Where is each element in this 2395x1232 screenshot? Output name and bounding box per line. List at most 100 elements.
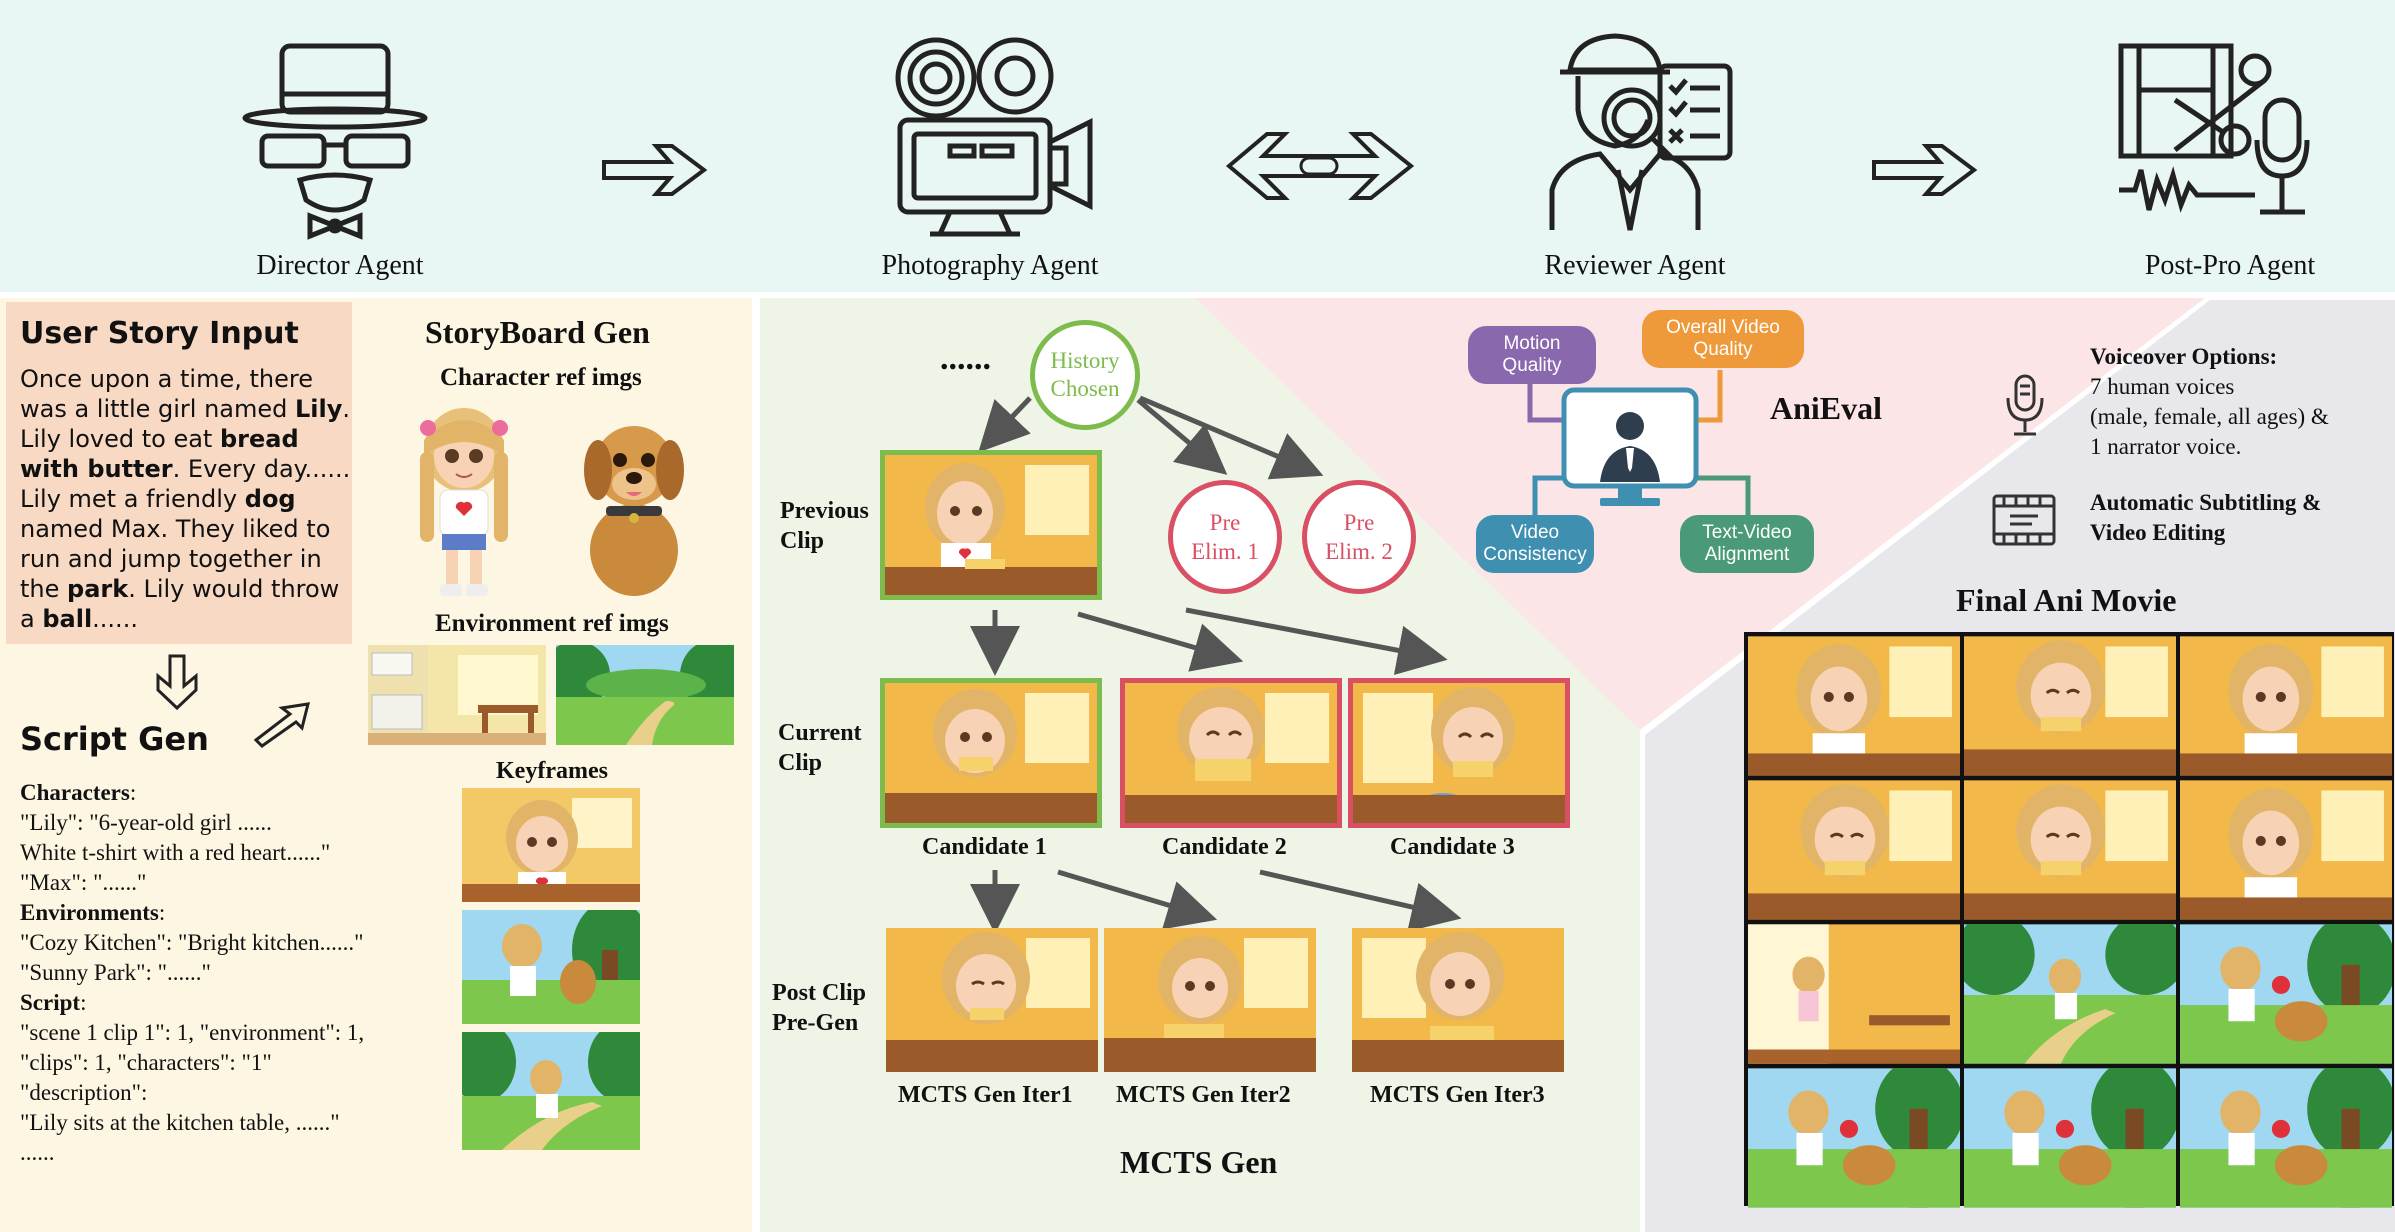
reviewer-icon: [1549, 33, 1733, 231]
motion-quality-label: Motion Quality: [1502, 333, 1562, 376]
video-consistency-pill: Video Consistency: [1476, 515, 1594, 573]
keyframes-label: Keyframes: [496, 758, 608, 784]
text-video-alignment-label: Text-Video Alignment: [1702, 522, 1792, 565]
script-line: "description":: [20, 1078, 364, 1108]
script-text: "Lily sits at the kitchen table, ......": [20, 1110, 340, 1135]
arrow-down-icon: [156, 654, 198, 711]
lily-character-image: [420, 408, 508, 596]
candidate-2-image: [1120, 678, 1342, 828]
story-line: the park. Lily would throw: [20, 574, 350, 604]
script-text: ......: [20, 1140, 55, 1165]
script-text: "description":: [20, 1080, 148, 1105]
storyboard-title: StoryBoard Gen: [425, 314, 650, 350]
voiceover-line: 7 human voices: [2090, 374, 2235, 399]
script-text: "Sunny Park": "......": [20, 960, 211, 985]
story-input-box: [6, 302, 352, 644]
story-line: was a little girl named Lily.: [20, 394, 350, 424]
story-run: was a little girl named: [20, 395, 296, 423]
max-dog-image: [584, 426, 684, 596]
candidate-1-label: Candidate 1: [922, 834, 1047, 860]
script-line: Environments:: [20, 898, 364, 928]
script-text: "Lily": "6-year-old girl ......: [20, 810, 272, 835]
story-line: a ball......: [20, 604, 350, 634]
story-run: the: [20, 575, 68, 603]
script-line: "clips": 1, "characters": "1": [20, 1048, 364, 1078]
final-movie-grid: [1744, 632, 2394, 1208]
story-run: . Every day......: [172, 455, 351, 483]
script-line: "Cozy Kitchen": "Bright kitchen......": [20, 928, 364, 958]
story-line: named Max. They liked to: [20, 514, 350, 544]
voiceover-title: Voiceover Options:: [2090, 344, 2278, 369]
story-line: run and jump together in: [20, 544, 350, 574]
script-text: Script: [20, 990, 81, 1015]
voiceover-mic-icon: [2006, 374, 2044, 436]
keyframe-image: [462, 1032, 640, 1150]
movie-frame-image: [1748, 636, 1960, 776]
movie-frame-image: [2180, 636, 2392, 776]
movie-frame-image: [1748, 780, 1960, 920]
reviewer-agent-label: Reviewer Agent: [1544, 250, 1726, 281]
keyframe-image: [462, 910, 640, 1024]
overall-video-quality-pill: Overall Video Quality: [1642, 310, 1804, 368]
script-line: "scene 1 clip 1": 1, "environment": 1,: [20, 1018, 364, 1048]
anieval-title: AniEval: [1770, 390, 1883, 426]
ellipsis-label: ......: [940, 340, 991, 377]
character-ref-label: Character ref imgs: [440, 364, 642, 391]
video-consistency-label: Video Consistency: [1483, 522, 1587, 565]
previous-clip-image: [880, 450, 1102, 600]
script-line: ......: [20, 1138, 364, 1168]
script-text: "clips": 1, "characters": "1": [20, 1050, 272, 1075]
script-line: "Lily": "6-year-old girl ......: [20, 808, 364, 838]
script-line: "Max": "......": [20, 868, 364, 898]
script-text: "scene 1 clip 1": 1, "environment": 1,: [20, 1020, 365, 1045]
film-editing-icon: [2118, 43, 2310, 215]
script-gen-text: Characters:"Lily": "6-year-old girl ....…: [20, 778, 364, 1168]
arrow-right-icon: [1872, 144, 1978, 196]
script-line: Characters:: [20, 778, 364, 808]
overall-video-quality-label: Overall Video Quality: [1666, 317, 1780, 360]
camera-icon: [895, 37, 1093, 237]
movie-frame-image: [2180, 1068, 2392, 1208]
environment-ref-label: Environment ref imgs: [435, 610, 669, 637]
current-clip-label: Current Clip: [778, 720, 862, 776]
script-suffix: :: [158, 900, 166, 925]
pre-elim-2-node: Pre Elim. 2: [1302, 480, 1416, 594]
mcts-gen-title: MCTS Gen: [1120, 1144, 1278, 1180]
story-line: Once upon a time, there: [20, 364, 350, 394]
script-text: "Max": "......": [20, 870, 147, 895]
movie-frame-image: [1748, 924, 1960, 1064]
park-environment-image: [556, 645, 734, 745]
story-run: with butter: [20, 455, 173, 483]
subtitle-line: Automatic Subtitling &: [2090, 490, 2322, 515]
motion-quality-pill: Motion Quality: [1468, 326, 1596, 384]
arrow-right-icon: [602, 144, 708, 196]
pre-elim-2-label: Pre Elim. 2: [1325, 510, 1393, 564]
photography-agent-label: Photography Agent: [881, 250, 1099, 281]
text-video-alignment-pill: Text-Video Alignment: [1680, 515, 1814, 573]
movie-frame-image: [1748, 1068, 1960, 1208]
story-run: bread: [219, 425, 299, 453]
monitor-user-icon: [1561, 387, 1699, 506]
script-suffix: :: [80, 990, 87, 1015]
story-line: Lily met a friendly dog: [20, 484, 350, 514]
post-clip-label: Post Clip Pre-Gen: [772, 980, 867, 1036]
postpro-agent-label: Post-Pro Agent: [2144, 250, 2316, 281]
mcts-iter-1-image: [886, 928, 1098, 1072]
story-run: dog: [244, 485, 296, 513]
story-run: a: [20, 605, 43, 633]
script-text: Characters: [20, 780, 130, 805]
double-arrow-icon: [1225, 132, 1415, 200]
story-run: named Max. They liked to: [20, 515, 331, 543]
story-run: Lily loved to eat: [20, 425, 220, 453]
mcts-iter-2-label: MCTS Gen Iter2: [1116, 1082, 1291, 1108]
user-story-title: User Story Input: [20, 316, 299, 351]
director-icon: [242, 43, 428, 240]
director-agent-label: Director Agent: [256, 250, 424, 281]
movie-frame-image: [1964, 924, 2176, 1064]
mcts-iter-2-image: [1104, 928, 1316, 1072]
script-text: "Cozy Kitchen": "Bright kitchen......": [20, 930, 364, 955]
subtitle-film-icon: [1992, 494, 2056, 546]
script-line: "Sunny Park": "......": [20, 958, 364, 988]
history-chosen-label: History Chosen: [1050, 348, 1120, 401]
